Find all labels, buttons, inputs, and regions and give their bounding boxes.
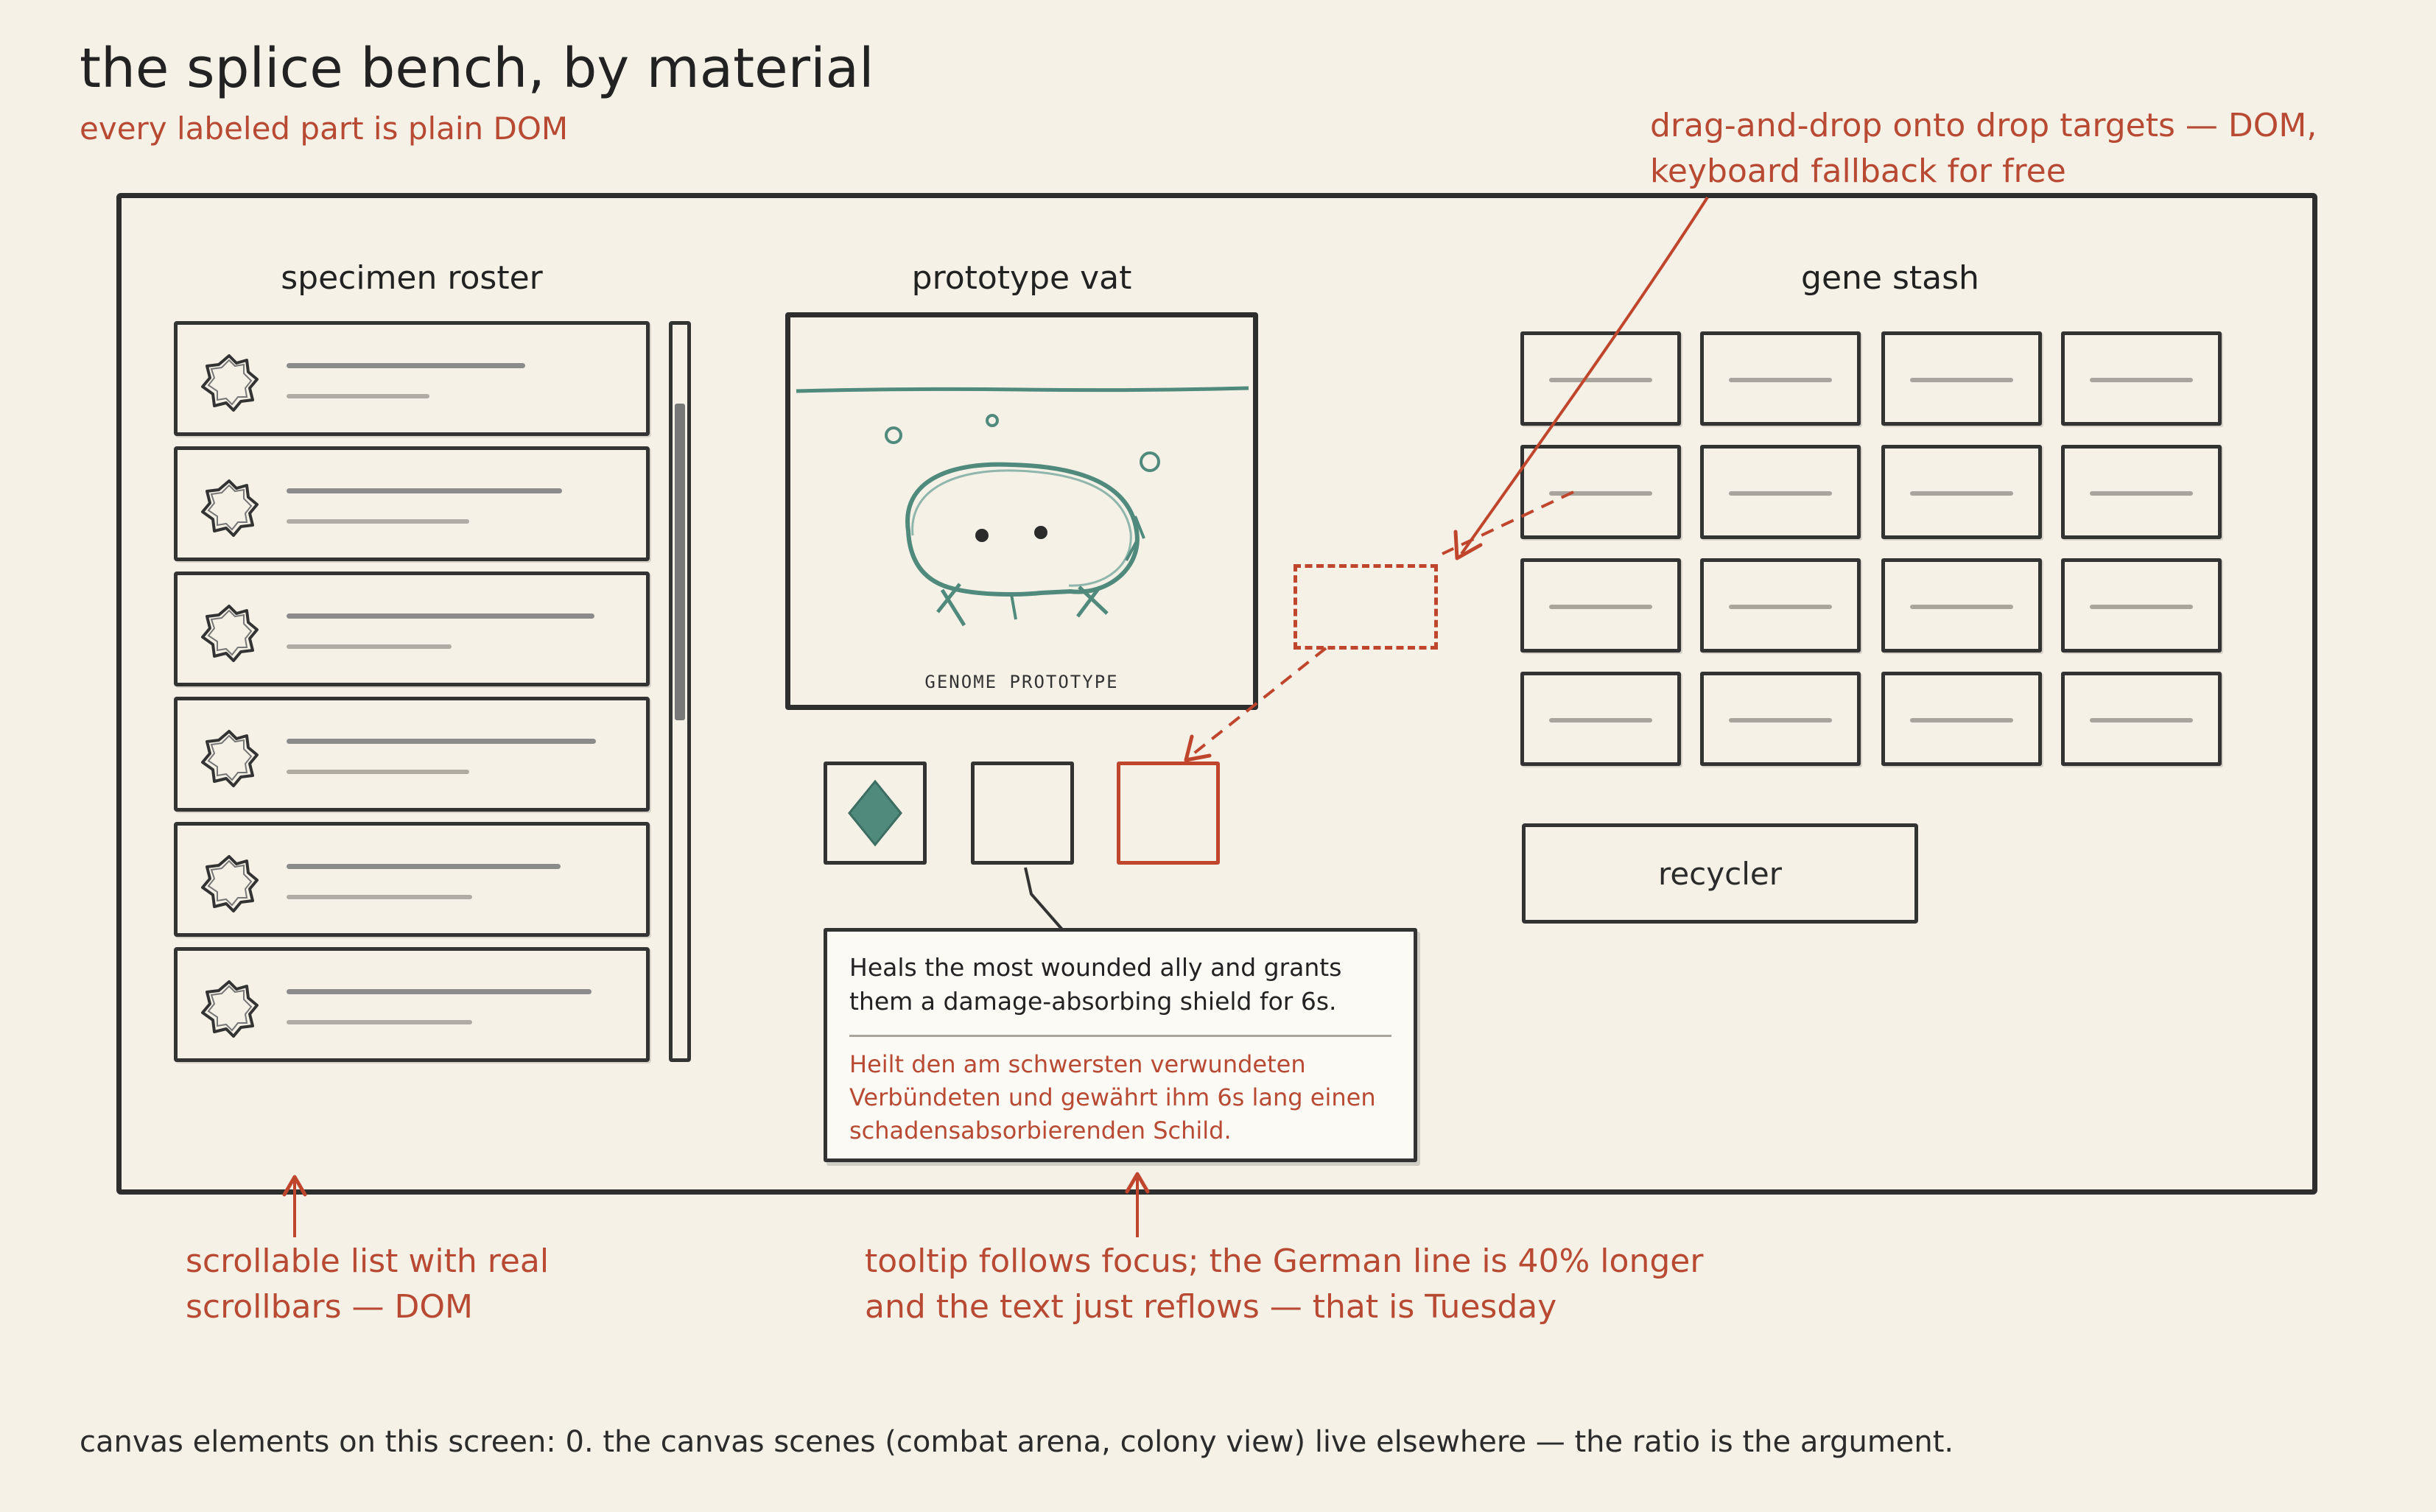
gene-tile[interactable]: [1520, 331, 1681, 426]
roster-item-detail-line: [287, 519, 469, 524]
tooltip-text-de: Heilt den am schwersten verwundeten Verb…: [849, 1050, 1376, 1144]
page-subtitle: every labeled part is plain DOM: [80, 110, 569, 147]
gene-slot-1[interactable]: [824, 762, 927, 865]
specimen-creature-icon: [796, 386, 1249, 627]
gene-slot-2[interactable]: [971, 762, 1074, 865]
gene-tile-line: [2090, 718, 2193, 722]
roster-item-detail-line: [287, 394, 429, 398]
gene-tile-line: [1910, 491, 2013, 496]
arrowhead-icon: [1184, 734, 1212, 762]
roster-scrollbar-thumb[interactable]: [675, 404, 685, 720]
tooltip-note-line1: tooltip follows focus; the German line i…: [865, 1242, 1704, 1280]
gene-tile-line: [1729, 491, 1832, 496]
gene-tile[interactable]: [1881, 558, 2042, 653]
roster-item-detail-line: [287, 644, 452, 649]
gene-tile[interactable]: [1881, 331, 2042, 426]
gene-tile-line: [2090, 491, 2193, 496]
gene-tooltip: Heals the most wounded ally and grants t…: [824, 928, 1417, 1162]
roster-item-3[interactable]: [174, 572, 650, 686]
roster-item-name-line: [287, 613, 594, 619]
tooltip-note: tooltip follows focus; the German line i…: [865, 1239, 1703, 1330]
arrowhead-icon: [1453, 530, 1483, 560]
gene-tile-line: [1729, 378, 1832, 382]
scroll-note-line2: scrollbars — DOM: [186, 1288, 473, 1326]
tooltip-divider: [849, 1035, 1391, 1037]
specimen-avatar-icon: [201, 605, 259, 662]
roster-item-name-line: [287, 363, 525, 368]
specimen-avatar-icon: [201, 354, 259, 412]
splice-bench-frame: [116, 193, 2317, 1195]
prototype-vat-label: prototype vat: [911, 259, 1132, 297]
arrowhead-icon: [1125, 1172, 1150, 1194]
gene-tile[interactable]: [2061, 445, 2222, 539]
gene-tile[interactable]: [1520, 672, 1681, 766]
scroll-note-line1: scrollable list with real: [186, 1242, 550, 1280]
prototype-vat: [785, 312, 1258, 710]
drag-path-dashed: [1442, 490, 1574, 555]
drop-target[interactable]: [1294, 564, 1438, 650]
drag-drop-note: drag-and-drop onto drop targets — DOM, k…: [1650, 103, 2317, 194]
drag-note-arrow: [1460, 196, 1709, 555]
gene-tile-line: [1910, 605, 2013, 609]
tooltip-connector: [1024, 867, 1064, 931]
roster-item-2[interactable]: [174, 446, 650, 561]
gene-tile[interactable]: [1700, 672, 1861, 766]
specimen-avatar-icon: [201, 980, 259, 1038]
roster-item-6[interactable]: [174, 947, 650, 1062]
specimen-roster-label: specimen roster: [281, 259, 543, 297]
diamond-gene-icon: [848, 779, 902, 847]
gene-tile-line: [2090, 378, 2193, 382]
specimen-avatar-icon: [201, 855, 259, 913]
gene-slot-3[interactable]: [1117, 762, 1220, 865]
roster-item-name-line: [287, 739, 596, 744]
gene-tile-line: [1910, 718, 2013, 722]
gene-tile[interactable]: [1881, 445, 2042, 539]
roster-scrollbar[interactable]: [669, 321, 691, 1062]
footer-note: canvas elements on this screen: 0. the c…: [80, 1425, 1954, 1459]
gene-tile[interactable]: [2061, 331, 2222, 426]
roster-item-name-line: [287, 989, 592, 994]
roster-item-detail-line: [287, 1020, 472, 1024]
roster-item-detail-line: [287, 770, 469, 774]
vat-caption: GENOME PROTOTYPE: [924, 672, 1119, 692]
gene-stash-label: gene stash: [1801, 259, 1979, 297]
roster-item-4[interactable]: [174, 697, 650, 812]
page-title: the splice bench, by material: [80, 37, 874, 100]
gene-tile-line: [1729, 605, 1832, 609]
gene-tile-line: [1549, 491, 1652, 496]
gene-tile[interactable]: [2061, 672, 2222, 766]
gene-tile-line: [1549, 718, 1652, 722]
drop-path-dashed: [1186, 647, 1327, 760]
arrowhead-icon: [282, 1175, 307, 1197]
roster-item-5[interactable]: [174, 822, 650, 937]
tooltip-note-line2: and the text just reflows — that is Tues…: [865, 1288, 1557, 1326]
drag-drop-note-line2: keyboard fallback for free: [1650, 152, 2066, 190]
gene-tile-line: [2090, 605, 2193, 609]
tooltip-text-en: Heals the most wounded ally and grants t…: [849, 953, 1342, 1016]
gene-tile[interactable]: [2061, 558, 2222, 653]
gene-tile[interactable]: [1520, 558, 1681, 653]
gene-tile[interactable]: [1700, 445, 1861, 539]
gene-tile-line: [1549, 605, 1652, 609]
gene-tile-line: [1549, 378, 1652, 382]
recycler-drop-zone[interactable]: recycler: [1522, 823, 1918, 924]
drag-drop-note-line1: drag-and-drop onto drop targets — DOM,: [1650, 107, 2317, 144]
specimen-avatar-icon: [201, 479, 259, 537]
specimen-avatar-icon: [201, 730, 259, 787]
gene-tile[interactable]: [1700, 558, 1861, 653]
scroll-note: scrollable list with real scrollbars — D…: [186, 1239, 549, 1330]
roster-item-name-line: [287, 488, 562, 493]
gene-tile[interactable]: [1520, 445, 1681, 539]
gene-tile-line: [1910, 378, 2013, 382]
roster-item-detail-line: [287, 895, 472, 899]
roster-item-name-line: [287, 864, 561, 869]
gene-tile-line: [1729, 718, 1832, 722]
gene-tile[interactable]: [1881, 672, 2042, 766]
gene-tile[interactable]: [1700, 331, 1861, 426]
roster-item-1[interactable]: [174, 321, 650, 436]
